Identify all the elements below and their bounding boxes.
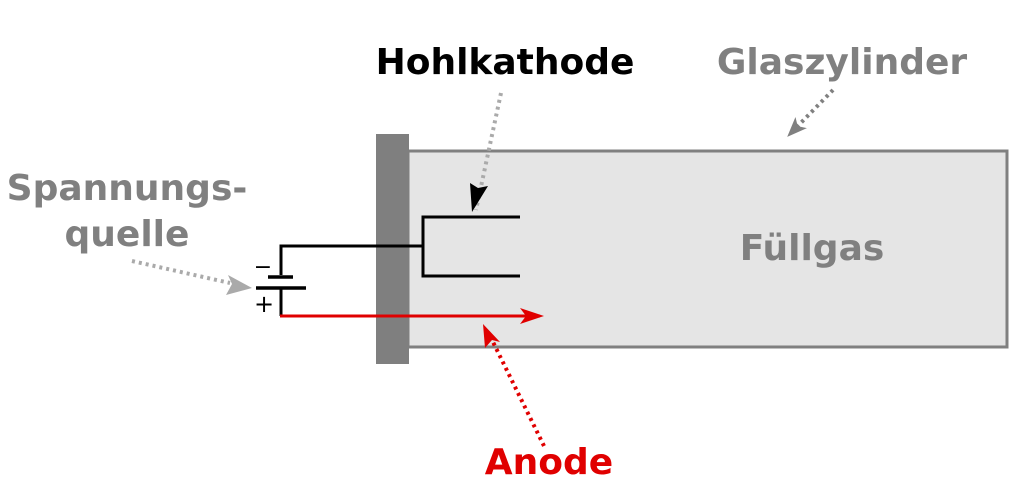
cathode-wire (279, 244, 423, 275)
label-anode: Anode (485, 442, 613, 483)
hollow-cathode-arrowhead (470, 183, 488, 212)
battery-plus-sign: + (254, 290, 274, 318)
glass-cylinder-pointer-arrow (787, 88, 835, 137)
battery-minus-sign: − (254, 255, 272, 280)
label-hollow-cathode: Hohlkathode (376, 42, 635, 83)
glass-cylinder (406, 149, 1009, 349)
voltage-source-arrowhead (226, 275, 252, 295)
label-voltage-source-line1: Spannungs- (7, 168, 248, 209)
label-voltage-source-line2: quelle (65, 214, 190, 255)
anode-arrowhead (483, 324, 500, 348)
anode-pointer-arrow (490, 339, 546, 447)
label-fill-gas: Füllgas (740, 228, 885, 269)
voltage-source-pointer-arrow (131, 259, 231, 285)
label-glass-cylinder: Glaszylinder (717, 42, 968, 83)
end-plate (376, 134, 409, 364)
